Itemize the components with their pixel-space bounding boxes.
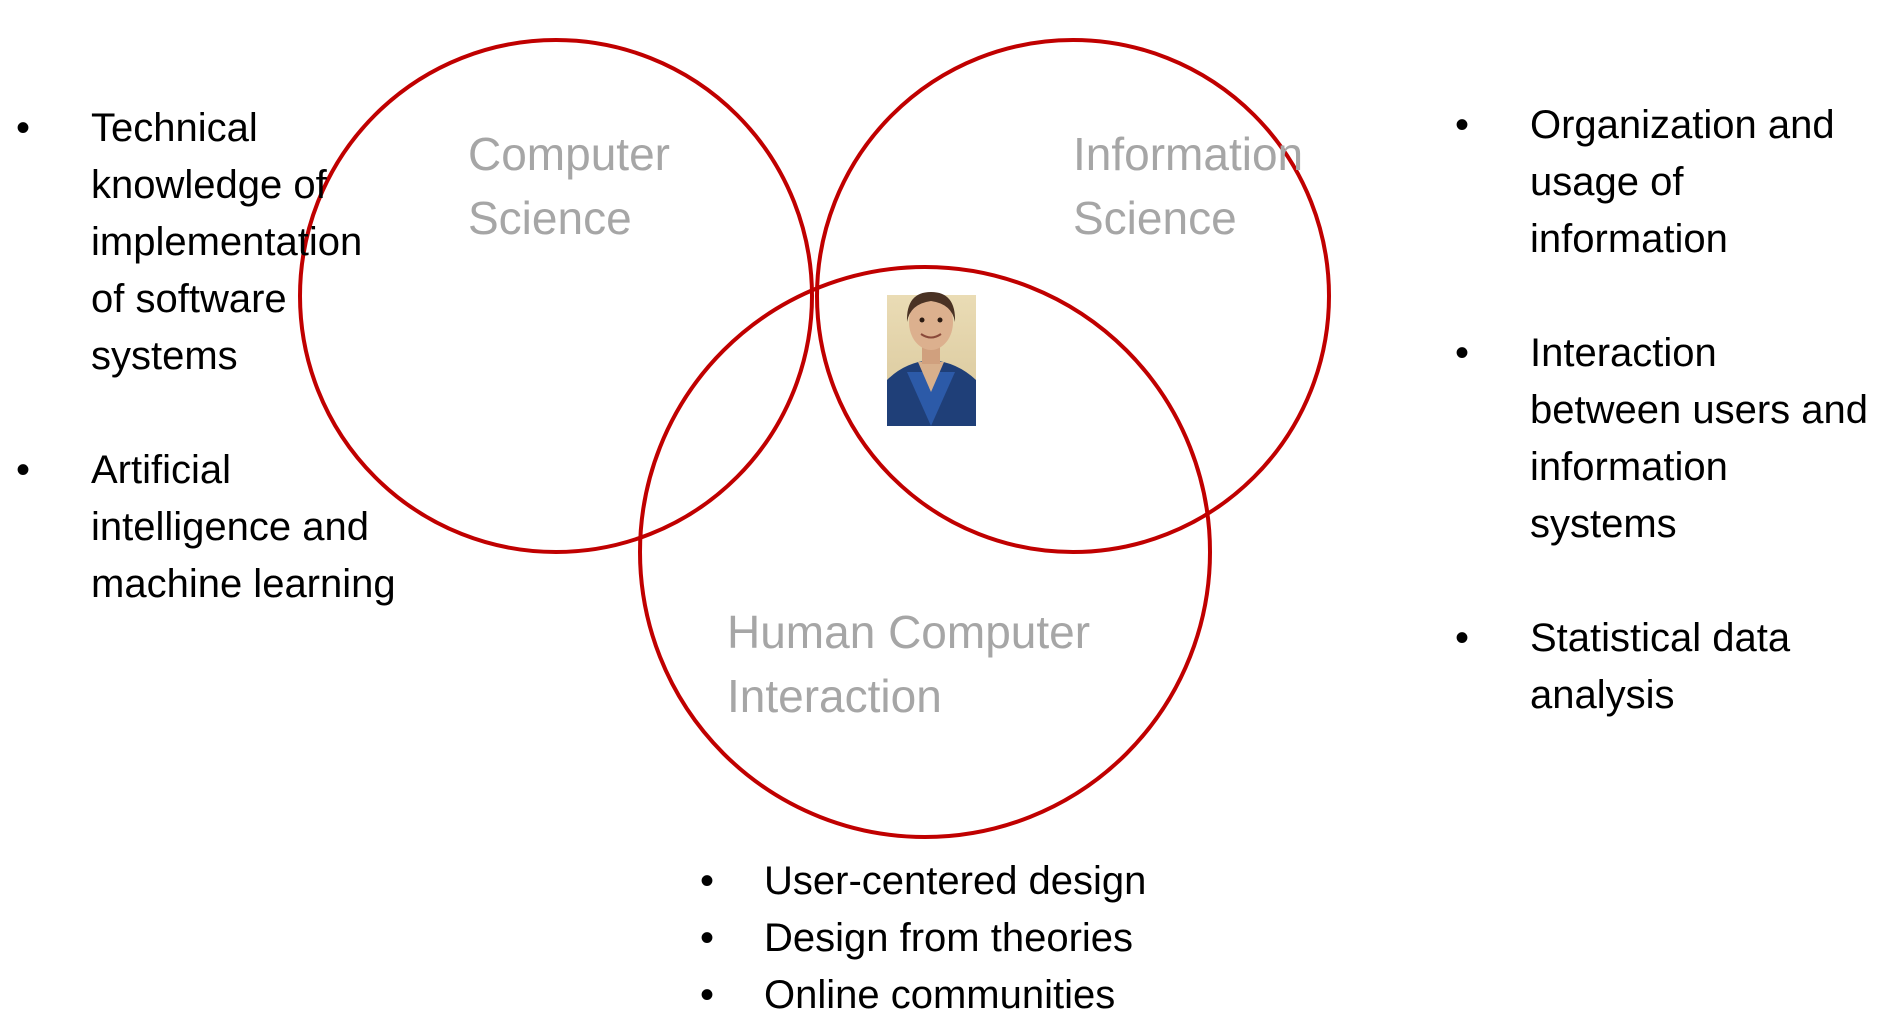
information-science-label: Information Science [1073, 128, 1304, 244]
list-item: Technical knowledge of implementation of… [16, 100, 436, 385]
list-item: Artificial intelligence and machine lear… [16, 442, 436, 613]
list-item: User-centered design [700, 853, 1300, 910]
computer-science-list: Technical knowledge of implementation of… [16, 100, 436, 670]
circle-information-science [815, 38, 1331, 554]
list-item: Interaction between users and informatio… [1455, 325, 1895, 553]
hci-list: User-centered design Design from theorie… [700, 853, 1300, 1024]
list-item: Online communities [700, 967, 1300, 1024]
circle-hci [638, 265, 1212, 839]
hci-label: Human Computer Interaction [727, 606, 1091, 722]
list-item: Organization and usage of information [1455, 97, 1895, 268]
person-photo [887, 292, 976, 426]
information-science-list: Organization and usage of information In… [1455, 97, 1895, 781]
computer-science-label: Computer Science [468, 128, 670, 244]
list-item: Statistical data analysis [1455, 610, 1895, 724]
list-item: Design from theories [700, 910, 1300, 967]
